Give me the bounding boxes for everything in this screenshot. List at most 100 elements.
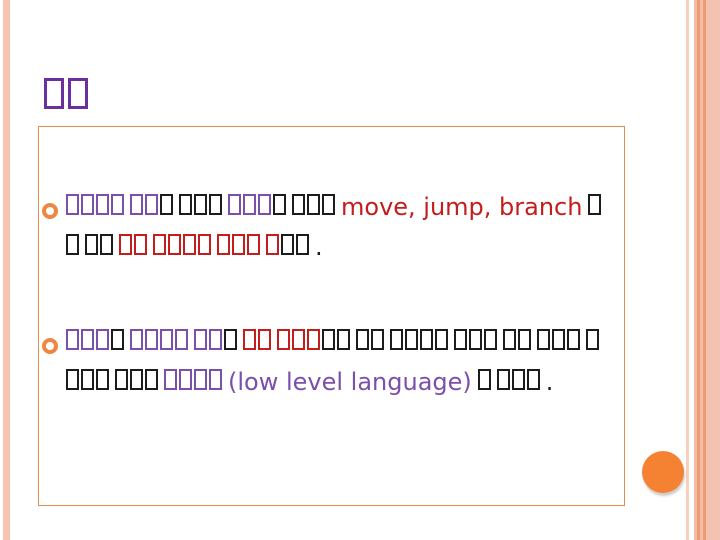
- missing-glyph-box: [243, 329, 256, 350]
- missing-glyph-box: [81, 329, 94, 350]
- missing-glyph-box: [153, 234, 166, 255]
- word-group: [477, 369, 491, 390]
- missing-glyph-box: [145, 329, 158, 350]
- missing-glyph-box: [81, 194, 94, 215]
- word-group: [390, 329, 448, 350]
- missing-glyph-box: [130, 329, 143, 350]
- word-group: [243, 329, 271, 350]
- missing-glyph-box: [85, 234, 98, 255]
- word-group: [503, 329, 531, 350]
- right-edge-stripe: [686, 0, 689, 540]
- text-line: .: [66, 234, 627, 274]
- word-group: .: [315, 235, 323, 259]
- word-group: [228, 194, 286, 215]
- missing-glyph-box: [337, 329, 350, 350]
- word-group: [153, 234, 211, 255]
- corner-circle-decoration: [642, 451, 684, 493]
- missing-glyph-box: [164, 369, 177, 390]
- text-line: (low level language).: [66, 369, 627, 409]
- missing-glyph-box: [209, 369, 222, 390]
- bullet-text: move, jump, branch.: [66, 194, 627, 274]
- missing-glyph-box: [96, 329, 109, 350]
- bullet-text: (low level language).: [66, 329, 627, 409]
- bullet-item: move, jump, branch.: [42, 194, 627, 274]
- missing-glyph-box: [160, 329, 173, 350]
- missing-glyph-box: [496, 369, 510, 390]
- missing-glyph-box: [420, 329, 433, 350]
- missing-glyph-box: [503, 329, 516, 350]
- word-group: [586, 329, 599, 350]
- missing-glyph-box: [130, 194, 143, 215]
- word-group: [66, 369, 109, 390]
- missing-glyph-box: [111, 194, 124, 215]
- text-line: [66, 329, 627, 369]
- missing-glyph-box: [198, 234, 211, 255]
- missing-glyph-box: [179, 194, 192, 215]
- missing-glyph-box: [586, 329, 599, 350]
- missing-glyph-box: [243, 194, 256, 215]
- missing-glyph-box: [511, 369, 525, 390]
- missing-glyph-box: [224, 329, 237, 350]
- missing-glyph-box: [588, 194, 602, 215]
- word-group: [217, 234, 260, 255]
- missing-glyph-box: [130, 369, 143, 390]
- right-edge-stripe: [697, 0, 700, 540]
- missing-glyph-box: [66, 194, 79, 215]
- missing-glyph-box: [194, 369, 207, 390]
- text-run: (low level language): [228, 368, 472, 396]
- word-group: .: [546, 370, 554, 394]
- missing-glyph-box: [168, 234, 181, 255]
- text-run: move, jump, branch: [341, 193, 583, 221]
- missing-glyph-box: [179, 369, 192, 390]
- missing-glyph-box: [469, 329, 482, 350]
- missing-glyph-box: [307, 194, 320, 215]
- missing-glyph-box: [273, 194, 286, 215]
- missing-glyph-box: [119, 234, 132, 255]
- missing-glyph-box: [322, 194, 335, 215]
- missing-glyph-box: [160, 194, 173, 215]
- missing-glyph-box: [100, 234, 113, 255]
- missing-glyph-box: [145, 369, 158, 390]
- word-group: [194, 329, 237, 350]
- bullet-marker-icon: [42, 338, 58, 354]
- missing-glyph-box: [66, 369, 79, 390]
- right-edge-stripe: [694, 0, 697, 540]
- bullet-marker-icon: [42, 203, 58, 219]
- word-group: [66, 234, 79, 255]
- bullet-item: (low level language).: [42, 329, 627, 409]
- missing-glyph-box: [217, 234, 230, 255]
- missing-glyph-box: [356, 329, 369, 350]
- missing-glyph-box: [277, 329, 290, 350]
- word-group: [588, 194, 602, 215]
- word-group: (low level language): [228, 370, 472, 394]
- slide-title: [44, 78, 88, 109]
- text-run: .: [545, 368, 554, 396]
- word-group: [115, 369, 158, 390]
- word-group: [454, 329, 497, 350]
- missing-glyph-box: [307, 329, 320, 350]
- missing-glyph-box: [537, 329, 550, 350]
- missing-glyph-box: [194, 194, 207, 215]
- missing-glyph-box: [292, 194, 305, 215]
- missing-glyph-box: [390, 329, 403, 350]
- missing-glyph-box: [526, 369, 540, 390]
- word-group: [66, 194, 124, 215]
- missing-glyph-box: [115, 369, 128, 390]
- missing-glyph-box: [518, 329, 531, 350]
- missing-glyph-box: [96, 369, 109, 390]
- word-group: [130, 194, 173, 215]
- missing-glyph-box: [477, 369, 491, 390]
- word-group: [164, 369, 222, 390]
- missing-glyph-box: [454, 329, 467, 350]
- missing-glyph-box: [322, 329, 335, 350]
- missing-glyph-box: [209, 194, 222, 215]
- missing-glyph-box: [209, 329, 222, 350]
- word-group: [496, 369, 540, 390]
- text-line: move, jump, branch: [66, 194, 627, 234]
- missing-glyph-box: [484, 329, 497, 350]
- missing-glyph-box: [266, 234, 279, 255]
- missing-glyph-box: [228, 194, 241, 215]
- missing-glyph-box: [296, 234, 309, 255]
- word-group: [292, 194, 335, 215]
